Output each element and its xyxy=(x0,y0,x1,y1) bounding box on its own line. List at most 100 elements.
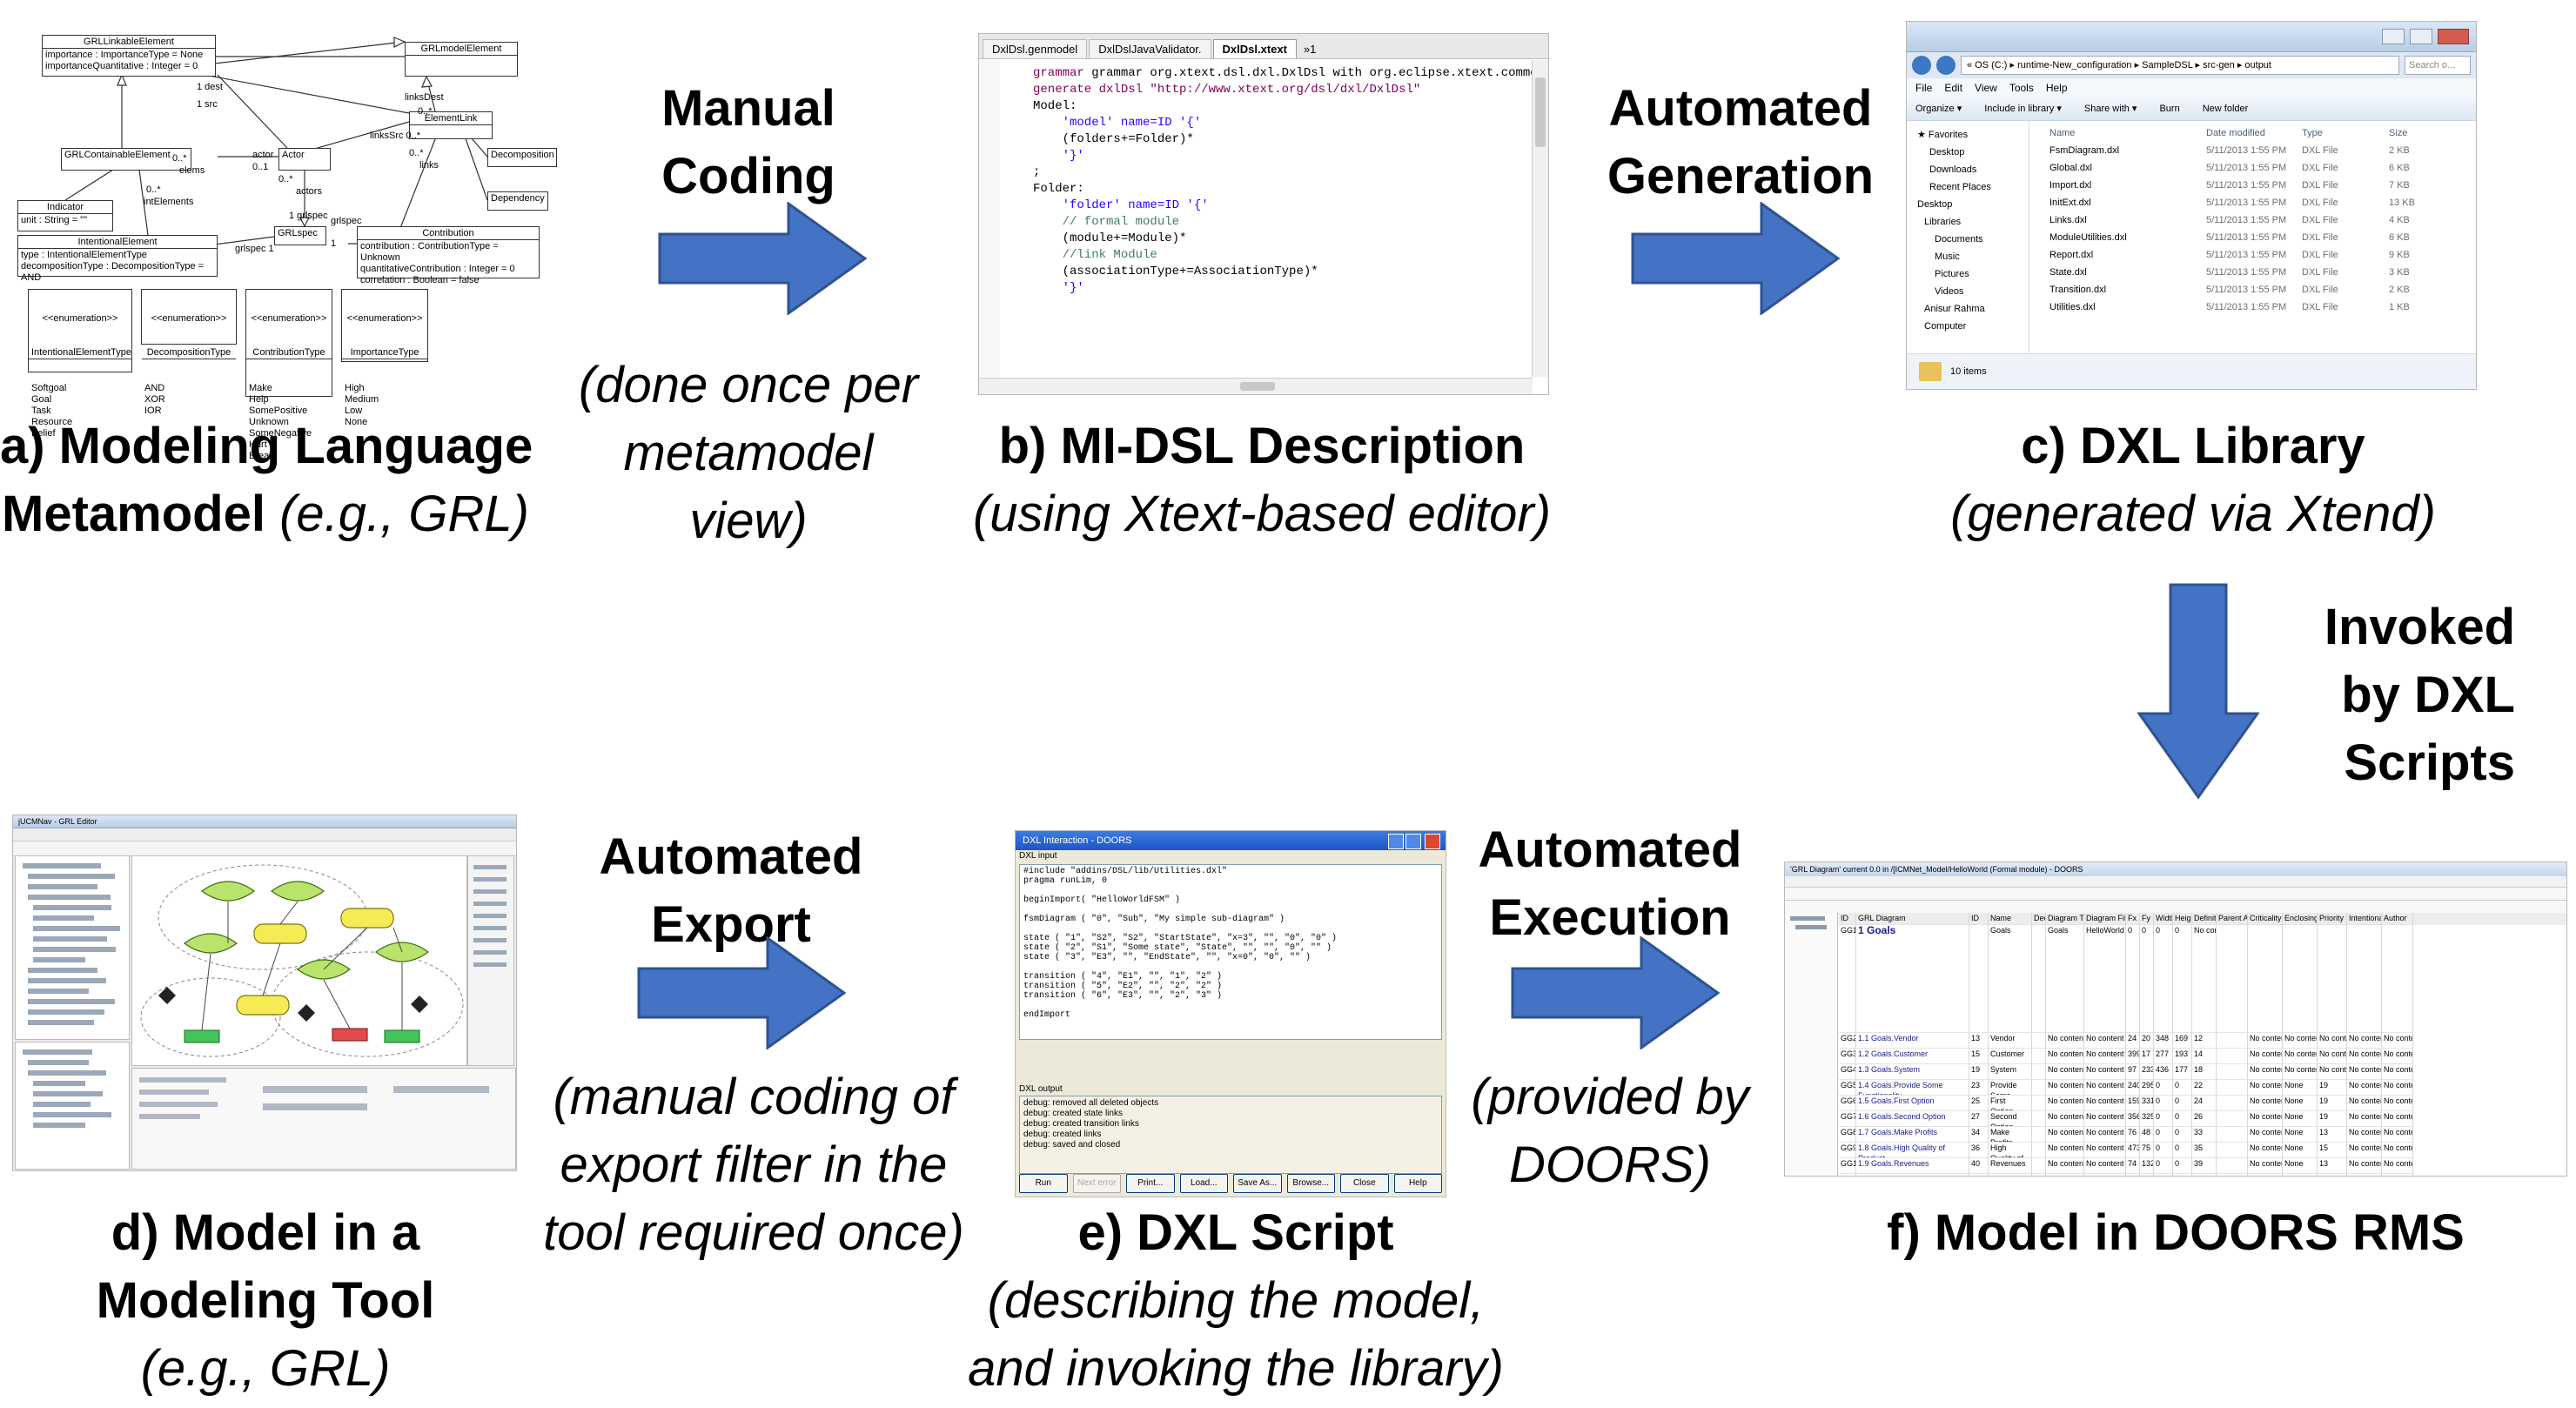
next-error-button[interactable]: Next error xyxy=(1072,1174,1121,1193)
doors-column-header[interactable]: Height xyxy=(2173,913,2192,925)
menu-file[interactable]: File xyxy=(1915,82,1933,94)
load-button[interactable]: Load... xyxy=(1179,1174,1228,1193)
save-as-button[interactable]: Save As... xyxy=(1233,1174,1282,1193)
doors-column-header[interactable]: Fx xyxy=(2126,913,2140,925)
close-icon[interactable] xyxy=(1425,834,1440,849)
maximize-icon[interactable] xyxy=(2410,29,2432,44)
print-button[interactable]: Print... xyxy=(1126,1174,1175,1193)
nav-item[interactable]: Anisur Rahma xyxy=(1924,304,1985,314)
project-tree[interactable] xyxy=(15,855,130,1040)
menu-view[interactable]: View xyxy=(1975,82,1997,94)
doors-column-header[interactable]: Criticality xyxy=(2248,913,2283,925)
nav-item[interactable]: Computer xyxy=(1924,321,1967,332)
browse-button[interactable]: Browse... xyxy=(1286,1174,1335,1193)
doors-column-header[interactable]: Parent Actor xyxy=(2217,913,2248,925)
back-icon[interactable] xyxy=(1912,56,1931,75)
minimize-icon[interactable] xyxy=(1388,834,1404,849)
doors-cell: No content xyxy=(2046,1080,2084,1096)
properties-view[interactable] xyxy=(131,1068,516,1170)
col-name[interactable]: Name xyxy=(2049,128,2076,138)
nav-item[interactable]: Music xyxy=(1935,251,1960,262)
doors-column-header[interactable]: Author xyxy=(2382,913,2413,925)
grl-canvas[interactable] xyxy=(131,855,467,1066)
nav-item[interactable]: Pictures xyxy=(1935,269,1969,279)
nav-item[interactable]: Desktop xyxy=(1917,199,1953,210)
doors-column-header[interactable]: Enclosing Actor xyxy=(2283,913,2318,925)
tab-xtext[interactable]: DxlDsl.xtext xyxy=(1212,39,1297,58)
nav-item[interactable]: Libraries xyxy=(1924,217,1962,227)
col-date[interactable]: Date modified xyxy=(2206,128,2265,138)
doors-column-header[interactable]: Name xyxy=(1989,913,2032,925)
minimize-icon[interactable] xyxy=(2382,29,2405,44)
search-input[interactable]: Search o... xyxy=(2405,56,2471,75)
close-icon[interactable] xyxy=(2438,29,2469,44)
doors-explorer-pane[interactable] xyxy=(1785,913,1838,1176)
menu-tools[interactable]: Tools xyxy=(2009,82,2034,94)
col-size[interactable]: Size xyxy=(2389,128,2408,138)
dxl-output-log[interactable]: debug: removed all deleted objects debug… xyxy=(1019,1096,1442,1174)
doors-column-header[interactable]: Width xyxy=(2154,913,2173,925)
palette[interactable] xyxy=(467,855,514,1066)
dxl-input-editor[interactable]: #include "addins/DSL/lib/Utilities.dxl" … xyxy=(1019,864,1442,1040)
nav-item[interactable]: Downloads xyxy=(1929,164,1977,175)
doors-object-row[interactable]: GG111.10 Goals.High Degree of Customer S… xyxy=(1839,1174,2566,1176)
nav-item[interactable]: Recent Places xyxy=(1929,182,1991,192)
menu-help[interactable]: Help xyxy=(2045,82,2068,94)
nav-item[interactable]: Videos xyxy=(1935,286,1964,297)
include-library-button[interactable]: Include in library ▾ xyxy=(1984,104,2062,114)
nav-item[interactable]: ★ Favorites xyxy=(1917,130,1969,140)
share-button[interactable]: Share with ▾ xyxy=(2083,104,2137,114)
doors-column-header[interactable]: ID xyxy=(1969,913,1989,925)
outline-tree[interactable] xyxy=(15,1042,130,1170)
burn-button[interactable]: Burn xyxy=(2159,104,2180,114)
xtext-code-area[interactable]: grammar grammar org.xtext.dsl.dxl.DxlDsl… xyxy=(979,60,1548,377)
doors-column-header[interactable]: Diagram File Ref xyxy=(2084,913,2126,925)
organize-button[interactable]: Organize ▾ xyxy=(1915,104,1962,114)
maximize-icon[interactable] xyxy=(1405,834,1421,849)
forward-icon[interactable] xyxy=(1936,56,1955,75)
tab-overflow[interactable]: »1 xyxy=(1303,43,1317,56)
doors-column-header[interactable]: GRL Diagram xyxy=(1856,913,1969,925)
help-button[interactable]: Help xyxy=(1393,1174,1442,1193)
doors-column-header[interactable]: ID xyxy=(1839,913,1856,925)
doors-column-header[interactable]: Intentional Elem xyxy=(2347,913,2382,925)
address-bar[interactable]: « OS (C:) ▸ runtime-New_configuration ▸ … xyxy=(1961,56,2399,75)
doors-column-header[interactable]: Deco xyxy=(2032,913,2046,925)
menu-edit[interactable]: Edit xyxy=(1944,82,1963,94)
horizontal-scrollbar[interactable] xyxy=(979,378,1533,394)
new-folder-button[interactable]: New folder xyxy=(2202,104,2249,114)
doors-column-header[interactable]: Diagram Title xyxy=(2046,913,2084,925)
nav-item[interactable]: Desktop xyxy=(1929,147,1965,158)
vertical-scrollbar[interactable] xyxy=(1532,60,1548,377)
run-button[interactable]: Run xyxy=(1019,1174,1068,1193)
close-button[interactable]: Close xyxy=(1340,1174,1389,1193)
tab-validator[interactable]: DxlDslJavaValidator. xyxy=(1089,39,1211,58)
doors-column-header[interactable]: Fy xyxy=(2140,913,2154,925)
doors-column-header[interactable]: Priority xyxy=(2318,913,2347,925)
nav-item[interactable]: Documents xyxy=(1935,234,1983,245)
doors-column-header[interactable]: Definition ID xyxy=(2192,913,2217,925)
col-type[interactable]: Type xyxy=(2302,128,2323,138)
tab-genmodel[interactable]: DxlDsl.genmodel xyxy=(983,39,1088,58)
